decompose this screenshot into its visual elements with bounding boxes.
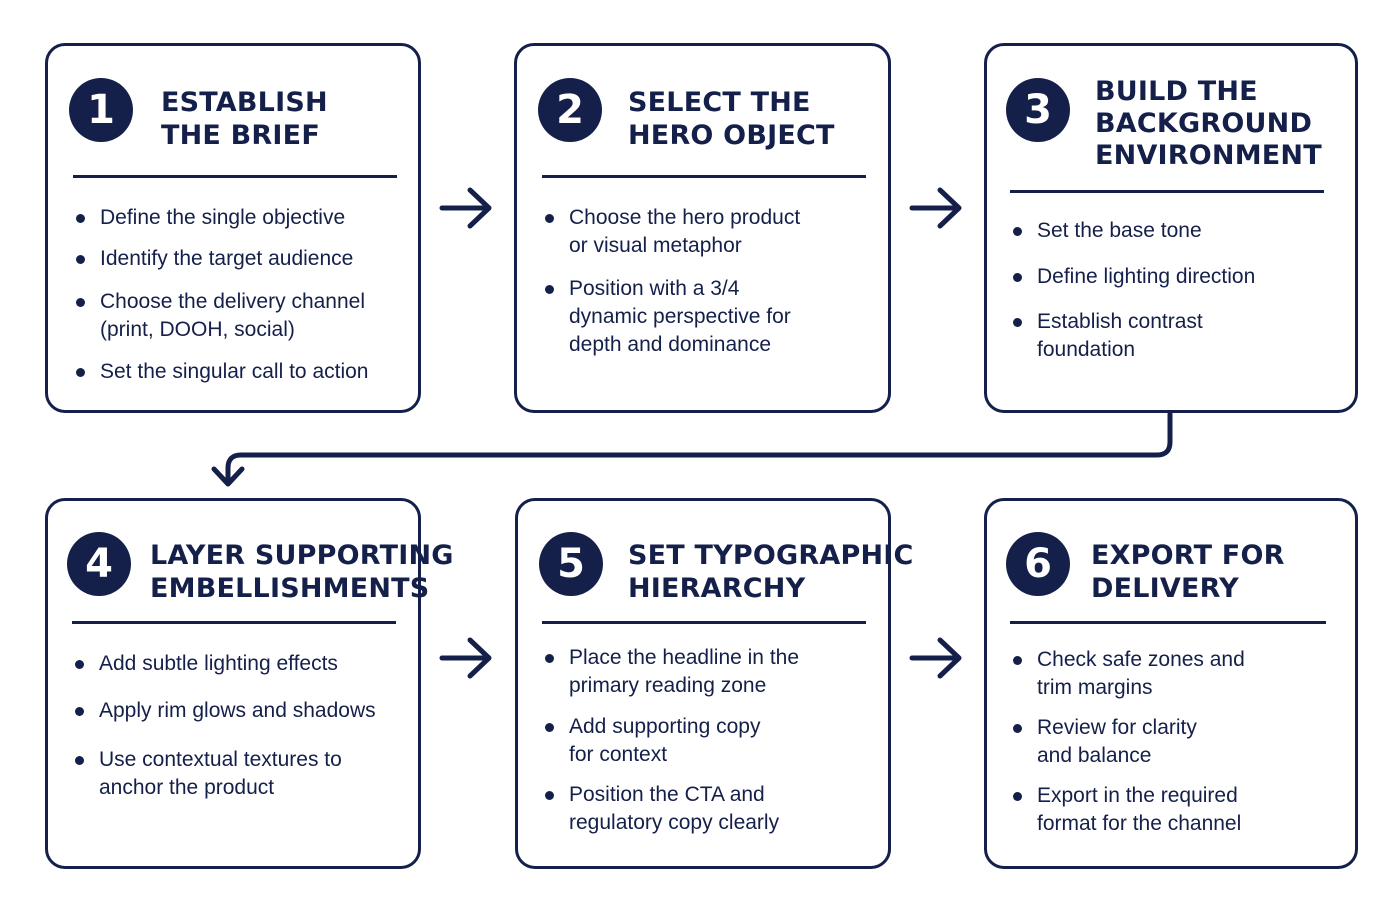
step-title: LAYER SUPPORTING EMBELLISHMENTS xyxy=(150,540,454,604)
step-card-2: 2 SELECT THE HERO OBJECT Choose the hero… xyxy=(514,43,891,413)
title-divider xyxy=(542,175,866,178)
bullet-item: Set the base tone xyxy=(1011,217,1255,245)
bullet-item: Set the singular call to action xyxy=(74,358,369,386)
step-number-badge: 4 xyxy=(67,532,131,596)
bullet-item: Add subtle lighting effects xyxy=(73,650,376,678)
title-divider xyxy=(1010,190,1324,193)
step-number-badge: 2 xyxy=(538,78,602,142)
arrow-1-to-2 xyxy=(439,187,492,229)
arrow-4-to-5 xyxy=(439,637,492,679)
step-card-1: 1 ESTABLISH THE BRIEF Define the single … xyxy=(45,43,421,413)
bullet-item: Choose the delivery channel(print, DOOH,… xyxy=(74,288,369,344)
step-card-3: 3 BUILD THE BACKGROUND ENVIRONMENT Set t… xyxy=(984,43,1358,413)
title-divider xyxy=(72,621,396,624)
step-number-badge: 6 xyxy=(1006,532,1070,596)
step-bullets: Define the single objective Identify the… xyxy=(74,204,369,386)
step-title: ESTABLISH THE BRIEF xyxy=(161,87,328,151)
step-card-5: 5 SET TYPOGRAPHIC HIERARCHY Place the he… xyxy=(515,498,913,869)
bullet-item: Define the single objective xyxy=(74,204,369,232)
arrow-5-to-6 xyxy=(909,637,962,679)
step-number-badge: 1 xyxy=(69,78,133,142)
step-bullets: Add subtle lighting effects Apply rim gl… xyxy=(73,650,376,802)
arrow-2-to-3 xyxy=(909,187,962,229)
step-bullets: Set the base tone Define lighting direct… xyxy=(1011,217,1255,364)
title-divider xyxy=(542,621,866,624)
title-divider xyxy=(73,175,397,178)
step-card-4: 4 LAYER SUPPORTING EMBELLISHMENTS Add su… xyxy=(45,498,453,869)
bullet-item: Identify the target audience xyxy=(74,245,369,273)
step-number-badge: 5 xyxy=(539,532,603,596)
step-card-6: 6 EXPORT FOR DELIVERY Check safe zones a… xyxy=(984,498,1358,869)
step-title: BUILD THE BACKGROUND ENVIRONMENT xyxy=(1095,76,1322,171)
wrap-connector-3-to-4 xyxy=(211,411,1173,487)
step-title: SET TYPOGRAPHIC HIERARCHY xyxy=(628,540,914,604)
step-number-badge: 3 xyxy=(1006,78,1070,142)
bullet-item: Define lighting direction xyxy=(1011,263,1255,291)
step-title: SELECT THE HERO OBJECT xyxy=(628,87,835,151)
step-title: EXPORT FOR DELIVERY xyxy=(1091,540,1285,604)
title-divider xyxy=(1010,621,1326,624)
bullet-item: Apply rim glows and shadows xyxy=(73,697,376,725)
